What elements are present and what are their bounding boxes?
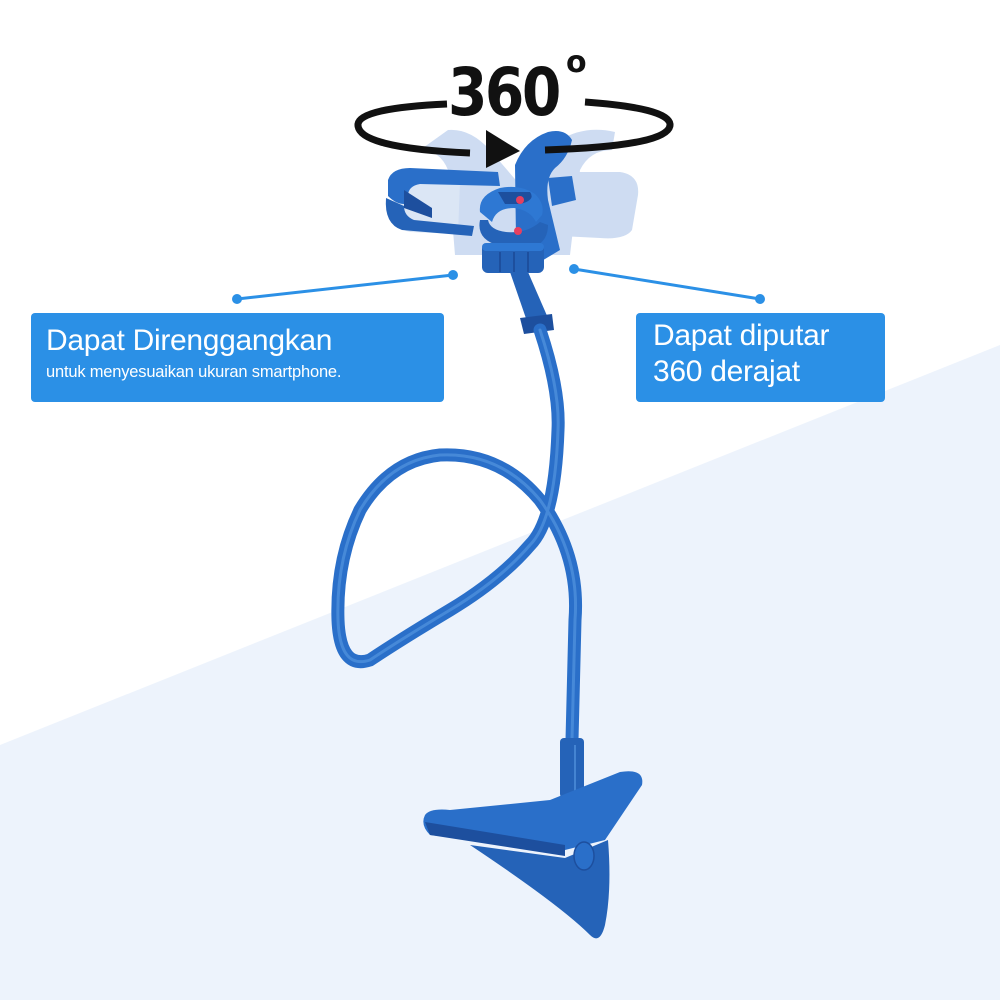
swivel-joint <box>482 243 554 334</box>
callout-stretchable-subtitle: untuk menyesuaikan ukuran smartphone. <box>46 363 342 381</box>
callout-stretchable: Dapat Direnggangkan untuk menyesuaikan u… <box>31 313 444 402</box>
phone-clamp <box>385 131 576 262</box>
callout-rotatable: Dapat diputar 360 derajat <box>636 313 885 402</box>
gooseneck-arm <box>331 323 583 747</box>
callout-rotatable-title-line1: Dapat diputar <box>653 319 830 352</box>
callout-rotatable-title-line2: 360 derajat <box>653 355 800 388</box>
base-clip <box>423 738 643 939</box>
callout-stretchable-title: Dapat Direnggangkan <box>46 324 333 357</box>
